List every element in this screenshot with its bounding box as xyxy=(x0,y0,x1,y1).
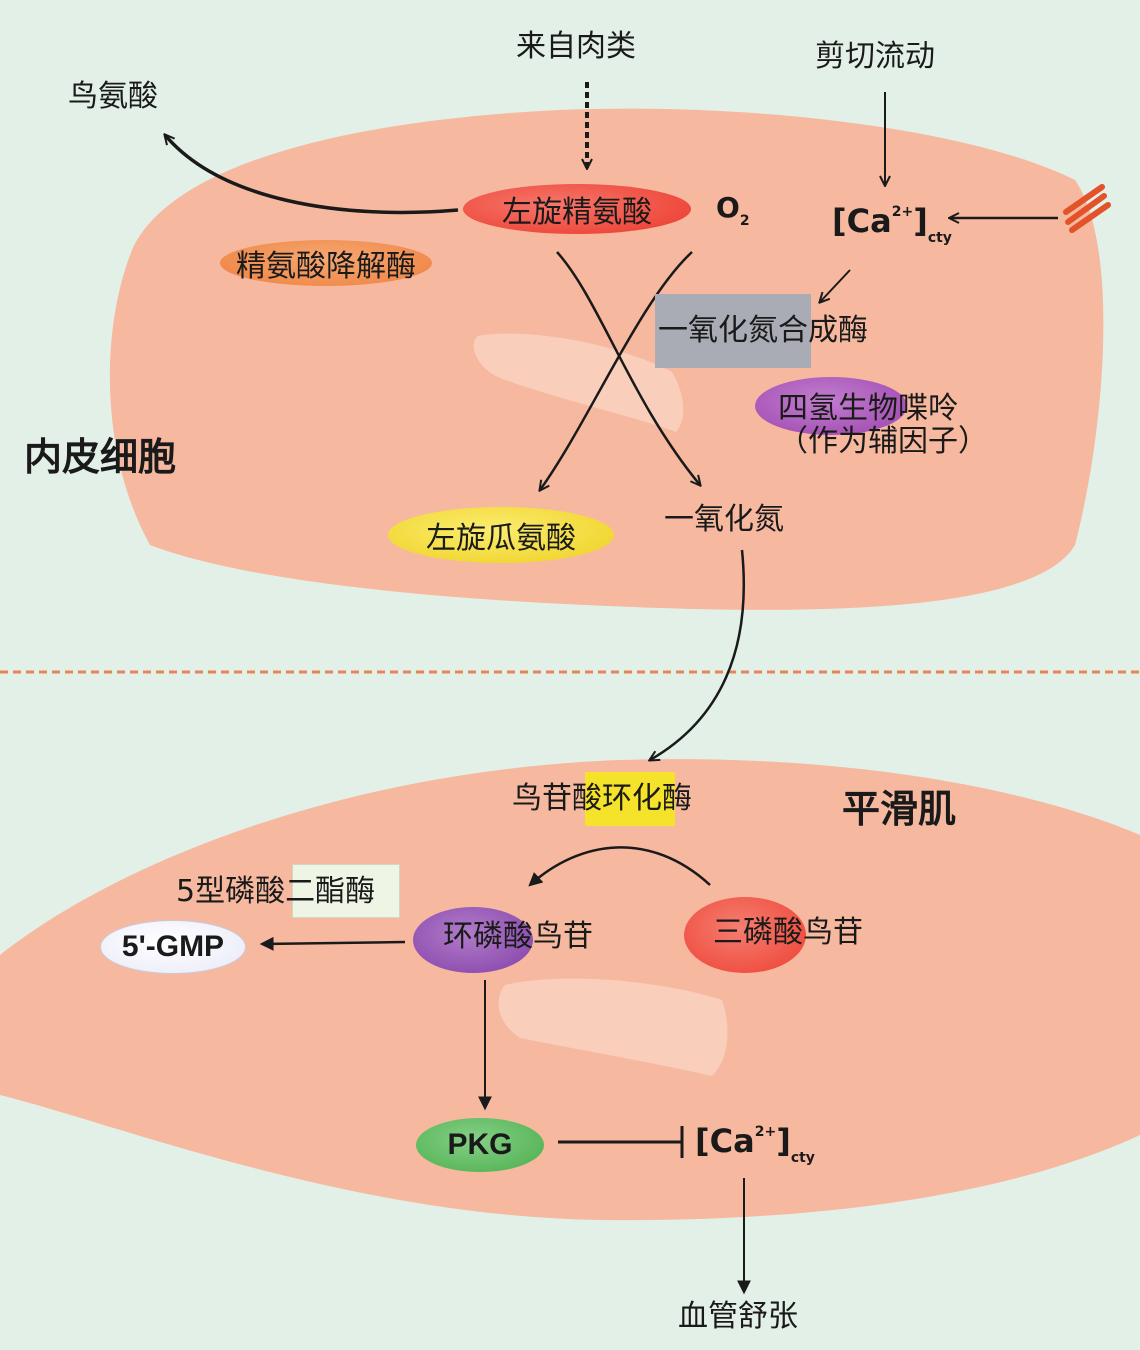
pkg-label: PKG xyxy=(447,1128,513,1161)
bh4-cofactor-label: （作为辅因子） xyxy=(778,424,988,459)
calcium-close: ] xyxy=(913,202,928,240)
nos-label: 一氧化氮合成酶 xyxy=(658,313,868,348)
sm-calcium-cytosol-subscript: cty xyxy=(790,1150,815,1166)
l-arginine-node: 左旋精氨酸 xyxy=(463,184,691,234)
gtp-to-cgmp-arrow xyxy=(528,846,711,887)
vasodilation-label: 血管舒张 xyxy=(678,1299,798,1334)
ornithine-label: 鸟氨酸 xyxy=(68,79,158,114)
smooth-muscle-calcium-label: [Ca2+]cty xyxy=(695,1122,815,1165)
smooth-muscle-cell-label: 平滑肌 xyxy=(842,787,957,831)
guanylate-cyclase-highlight-box xyxy=(585,772,675,826)
sm-calcium-base: [Ca xyxy=(695,1122,755,1160)
guanylate-cyclase-label: 鸟苷酸环化酶 xyxy=(512,781,692,816)
pkg-node: PKG xyxy=(416,1118,544,1172)
shear-flow-label: 剪切流动 xyxy=(815,39,935,74)
oxygen-subscript: 2 xyxy=(739,213,750,229)
sm-calcium-charge: 2+ xyxy=(754,1124,777,1140)
pkg-inhibits-calcium-line xyxy=(558,1126,684,1158)
oxygen-label: O2 xyxy=(716,191,750,229)
from-meat-label: 来自肉类 xyxy=(516,29,636,64)
endothelial-cell-label: 内皮细胞 xyxy=(24,435,177,479)
l-citrulline-node: 左旋瓜氨酸 xyxy=(388,507,614,563)
cytosolic-calcium-label: [Ca2+]cty xyxy=(832,202,952,245)
gmp-node: 5'-GMP xyxy=(100,920,246,974)
gtp-label: 三磷酸鸟苷 xyxy=(713,915,863,950)
cgmp-to-gmp-arrow xyxy=(259,936,406,951)
arginase-label: 精氨酸降解酶 xyxy=(236,249,416,284)
nos-highlight-box xyxy=(655,294,811,368)
cgmp-node xyxy=(413,907,533,973)
smooth-muscle-nucleus xyxy=(498,978,728,1076)
calcium-channel-icon xyxy=(1063,184,1111,233)
oxygen-symbol: O xyxy=(716,191,740,224)
calcium-charge: 2+ xyxy=(891,204,914,220)
bh4-node xyxy=(755,377,907,435)
l-arginine-label: 左旋精氨酸 xyxy=(502,195,652,230)
cgmp-label: 环磷酸鸟苷 xyxy=(443,919,593,954)
nitric-oxide-diffusion-arrow xyxy=(650,549,746,760)
pde5-label: 5型磷酸二酯酶 xyxy=(176,874,376,909)
bh4-labels: 四氢生物喋呤 （作为辅因子） xyxy=(778,392,988,458)
calcium-base: [Ca xyxy=(832,202,892,240)
calcium-cytosol-subscript: cty xyxy=(927,230,952,246)
l-citrulline-label: 左旋瓜氨酸 xyxy=(426,521,576,556)
pde5-highlight-box xyxy=(292,864,400,918)
bh4-label: 四氢生物喋呤 xyxy=(778,391,958,426)
sm-calcium-close: ] xyxy=(776,1122,791,1160)
arginase-node: 精氨酸降解酶 xyxy=(220,240,432,286)
oxygen-to-citrulline-arrow xyxy=(540,251,693,490)
arginine-to-ornithine-arrow xyxy=(165,135,459,215)
calcium-activates-nos-arrow xyxy=(820,269,851,302)
gmp-label: 5'-GMP xyxy=(121,930,225,963)
endothelial-nucleus xyxy=(473,333,684,432)
nitric-oxide-label: 一氧化氮 xyxy=(664,502,784,537)
arginine-to-nitric-oxide-arrow xyxy=(556,251,700,485)
gtp-node xyxy=(684,897,806,973)
